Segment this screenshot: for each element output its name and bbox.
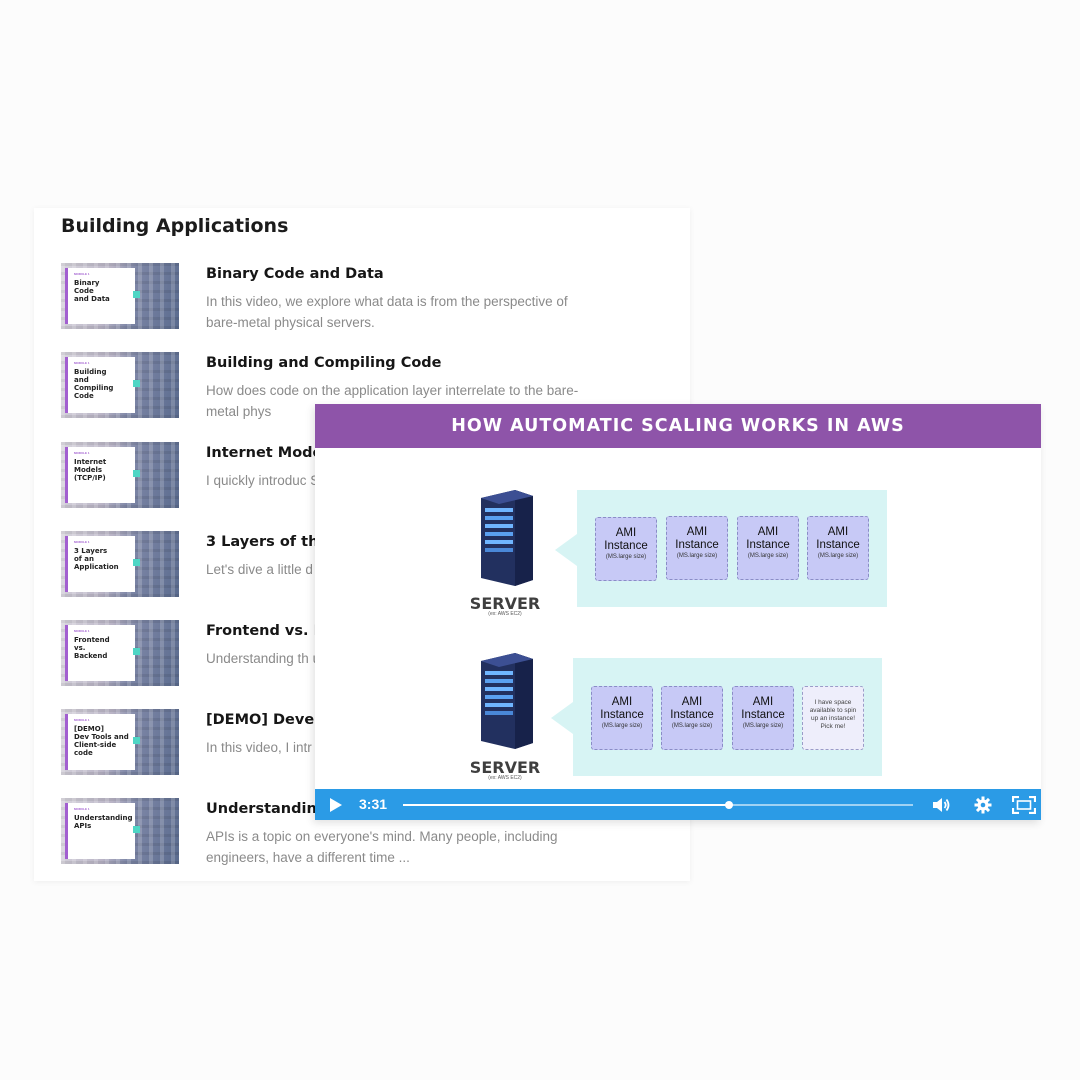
- thumbnail-text: 3 Layers of an Application: [74, 547, 119, 571]
- ami-size: (MS.large size): [747, 553, 789, 559]
- thumbnail-text: Internet Models (TCP/IP): [74, 458, 107, 482]
- course-list-item[interactable]: MODULE 1 Frontend vs. Backend Frontend vs.…: [61, 620, 671, 688]
- ami-title: AMI Instance: [604, 527, 648, 552]
- thumbnail-module: MODULE 1: [74, 451, 90, 455]
- thumbnail-module: MODULE 1: [74, 540, 90, 544]
- thumbnail-module: MODULE 1: [74, 718, 90, 722]
- video-controls: 3:31: [315, 789, 1041, 820]
- ami-instance: AMI Instance (MS.large size): [732, 686, 794, 750]
- video-thumbnail[interactable]: MODULE 1 Building and Compiling Code: [61, 352, 179, 418]
- video-player[interactable]: HOW AUTOMATIC SCALING WORKS IN AWS SERVE…: [315, 404, 1041, 820]
- thumbnail-accent: [133, 559, 140, 566]
- thumbnail-text: Building and Compiling Code: [74, 368, 114, 400]
- ami-title: AMI Instance: [741, 696, 785, 721]
- ami-size: (MS.large size): [817, 553, 859, 559]
- item-title[interactable]: Frontend vs. B: [206, 623, 325, 639]
- thumbnail-module: MODULE 1: [74, 361, 90, 365]
- item-description: How does code on the application layer i…: [206, 383, 579, 419]
- thumbnail-accent: [133, 826, 140, 833]
- ami-title: AMI Instance: [746, 526, 790, 551]
- item-title[interactable]: Understanding: [206, 801, 328, 817]
- ami-instance: AMI Instance (MS.large size): [666, 516, 728, 580]
- available-slot: I have space available to spin up an ins…: [802, 686, 864, 750]
- progress-fill: [403, 804, 730, 806]
- ami-size: (MS.large size): [676, 553, 718, 559]
- current-time: 3:31: [359, 796, 388, 812]
- ami-size: (MS.large size): [671, 723, 713, 729]
- thumbnail-accent: [133, 648, 140, 655]
- server-label: SERVER: [469, 594, 541, 613]
- course-list-item[interactable]: MODULE 1 [DEMO] Dev Tools and Client-side…: [61, 709, 671, 777]
- ami-size: (MS.large size): [601, 723, 643, 729]
- available-slot-text: I have space available to spin up an ins…: [809, 699, 857, 730]
- thumbnail-card: MODULE 1 3 Layers of an Application: [65, 536, 135, 592]
- thumbnail-text: Understanding APIs: [74, 814, 133, 830]
- video-thumbnail[interactable]: MODULE 1 3 Layers of an Application: [61, 531, 179, 597]
- ami-instance: AMI Instance (MS.large size): [737, 516, 799, 580]
- thumbnail-accent: [133, 470, 140, 477]
- thumbnail-accent: [133, 380, 140, 387]
- server-icon: [481, 653, 533, 749]
- item-title[interactable]: [DEMO] Develo: [206, 712, 330, 728]
- ami-instance: AMI Instance (MS.large size): [595, 517, 657, 581]
- video-thumbnail[interactable]: MODULE 1 Understanding APIs: [61, 798, 179, 864]
- slide-title: HOW AUTOMATIC SCALING WORKS IN AWS: [451, 416, 905, 436]
- video-thumbnail[interactable]: MODULE 1 [DEMO] Dev Tools and Client-side…: [61, 709, 179, 775]
- fullscreen-icon[interactable]: [1012, 796, 1036, 814]
- progress-bar[interactable]: [403, 801, 913, 809]
- gear-icon[interactable]: [973, 796, 993, 814]
- video-thumbnail[interactable]: MODULE 1 Internet Models (TCP/IP): [61, 442, 179, 508]
- ami-size: (MS.large size): [742, 723, 784, 729]
- ami-instance: AMI Instance (MS.large size): [591, 686, 653, 750]
- ami-title: AMI Instance: [600, 696, 644, 721]
- ami-title: AMI Instance: [675, 526, 719, 551]
- course-list-item[interactable]: MODULE 1 Internet Models (TCP/IP) Internet…: [61, 442, 671, 510]
- section-title: Building Applications: [61, 215, 289, 237]
- item-description: In this video, we explore what data is f…: [206, 294, 568, 330]
- ami-title: AMI Instance: [816, 526, 860, 551]
- thumbnail-card: MODULE 1 Binary Code and Data: [65, 268, 135, 324]
- ami-instance: AMI Instance (MS.large size): [661, 686, 723, 750]
- item-title[interactable]: Binary Code and Data: [206, 266, 384, 282]
- thumbnail-module: MODULE 1: [74, 629, 90, 633]
- thumbnail-card: MODULE 1 Building and Compiling Code: [65, 357, 135, 413]
- thumbnail-module: MODULE 1: [74, 807, 90, 811]
- thumbnail-card: MODULE 1 Internet Models (TCP/IP): [65, 447, 135, 503]
- thumbnail-text: Frontend vs. Backend: [74, 636, 110, 660]
- slide-header: HOW AUTOMATIC SCALING WORKS IN AWS: [315, 404, 1041, 448]
- ami-instance: AMI Instance (MS.large size): [807, 516, 869, 580]
- video-thumbnail[interactable]: MODULE 1 Binary Code and Data: [61, 263, 179, 329]
- thumbnail-module: MODULE 1: [74, 272, 90, 276]
- server-sublabel: (ex: AWS EC2): [488, 611, 522, 617]
- server-graphic-1: SERVER (ex: AWS EC2): [437, 490, 557, 620]
- server-graphic-2: SERVER (ex: AWS EC2): [437, 653, 557, 785]
- item-title[interactable]: 3 Layers of the: [206, 534, 329, 550]
- item-description: APIs is a topic on everyone's mind. Many…: [206, 829, 558, 865]
- server-icon: [481, 490, 533, 586]
- thumbnail-card: MODULE 1 Understanding APIs: [65, 803, 135, 859]
- thumbnail-accent: [133, 737, 140, 744]
- instance-bubble-2: AMI Instance (MS.large size) AMI Instanc…: [551, 658, 882, 776]
- thumbnail-card: MODULE 1 Frontend vs. Backend: [65, 625, 135, 681]
- ami-size: (MS.large size): [605, 554, 647, 560]
- volume-icon[interactable]: [931, 796, 951, 814]
- server-label: SERVER: [469, 758, 541, 777]
- video-thumbnail[interactable]: MODULE 1 Frontend vs. Backend: [61, 620, 179, 686]
- server-sublabel: (ex: AWS EC2): [488, 775, 522, 781]
- thumbnail-text: Binary Code and Data: [74, 279, 110, 303]
- item-title[interactable]: Building and Compiling Code: [206, 355, 442, 371]
- ami-title: AMI Instance: [670, 696, 714, 721]
- thumbnail-text: [DEMO] Dev Tools and Client-side code: [74, 725, 129, 757]
- progress-handle[interactable]: [725, 801, 734, 809]
- thumbnail-card: MODULE 1 [DEMO] Dev Tools and Client-side…: [65, 714, 135, 770]
- thumbnail-accent: [133, 291, 140, 298]
- instance-bubble-1: AMI Instance (MS.large size) AMI Instanc…: [555, 490, 887, 607]
- item-title[interactable]: Internet Mode: [206, 445, 323, 461]
- play-icon[interactable]: [329, 798, 343, 812]
